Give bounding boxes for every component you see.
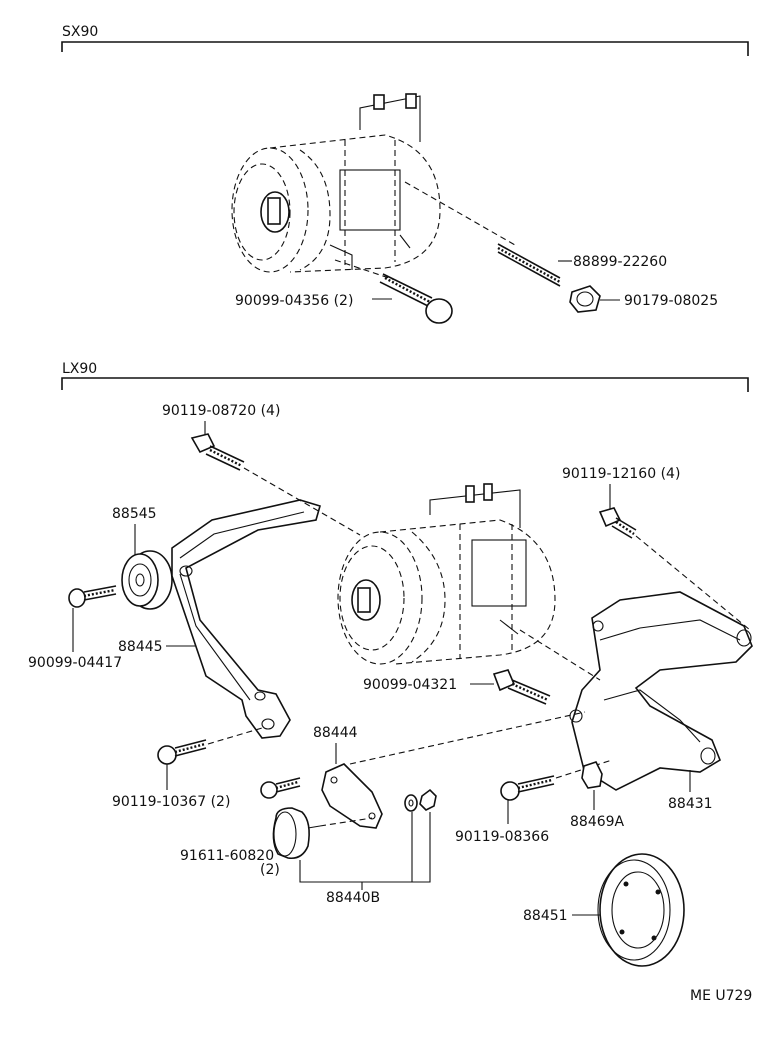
bolt-icon [157,739,207,765]
compressor-icon [337,483,556,665]
cap-icon [272,807,321,860]
sx90-section: SX90 88899-22260 [61,24,749,324]
bracket-icon [171,499,321,739]
part-90119-08720-label: 90119-08720 (4) [162,403,280,419]
nut-icon [419,788,437,811]
part-90119-10367-label: 90119-10367 (2) [112,794,230,810]
lx90-bracket-line [61,377,749,392]
bracket-icon [321,763,383,829]
part-90179-08025-label: 90179-08025 [624,293,718,309]
bolt-icon [190,433,245,471]
bolt-icon [598,507,637,539]
bolt-icon [497,243,561,287]
lx90-guide-6 [319,817,373,827]
part-88440B-label: 88440B [326,890,380,906]
washer-icon [404,794,418,812]
lx90-guide-2 [519,629,601,681]
bolt-icon [68,585,117,608]
part-91611-60820-qty: (2) [260,862,280,878]
lx90-section: LX90 90119-08720 (4) 88545 9009 [28,361,753,967]
nut-icon [569,285,601,313]
bracket-icon [569,591,753,791]
bolt-icon [492,669,551,705]
part-88545-label: 88545 [112,506,157,522]
bolt-icon [500,775,555,801]
part-88444-label: 88444 [313,725,358,741]
part-88899-22260-label: 88899-22260 [573,254,667,270]
lx90-guide-4 [207,727,263,745]
part-90099-04417-label: 90099-04417 [28,655,122,671]
washer-icon [581,761,603,789]
diagram-code: ME U729 [690,988,752,1004]
part-90119-12160-label: 90119-12160 (4) [562,466,680,482]
lx90-guide-3 [635,535,751,631]
part-91611-60820-label: 91611-60820 [180,848,274,864]
pulley-icon [597,853,685,967]
compressor-icon [231,93,441,273]
sx90-guide-2 [334,259,396,281]
sx90-section-label: SX90 [62,24,98,40]
bolt-icon [379,273,453,324]
sx90-guide-1 [404,181,516,246]
lx90-guide-1 [243,467,361,536]
part-88445-label: 88445 [118,639,163,655]
part-88451-label: 88451 [523,908,568,924]
sx90-bracket-line [61,41,749,56]
bolt-icon [260,777,301,799]
part-90119-08366-label: 90119-08366 [455,829,549,845]
part-88431-label: 88431 [668,796,713,812]
part-90099-04356-label: 90099-04356 (2) [235,293,353,309]
leader-88440b-bracket [299,812,431,883]
lx90-section-label: LX90 [62,361,97,377]
lx90-guide-5 [349,711,586,765]
idler-pulley-icon [121,550,173,610]
part-88469A-label: 88469A [570,814,625,830]
part-90099-04321-label: 90099-04321 [363,677,457,693]
